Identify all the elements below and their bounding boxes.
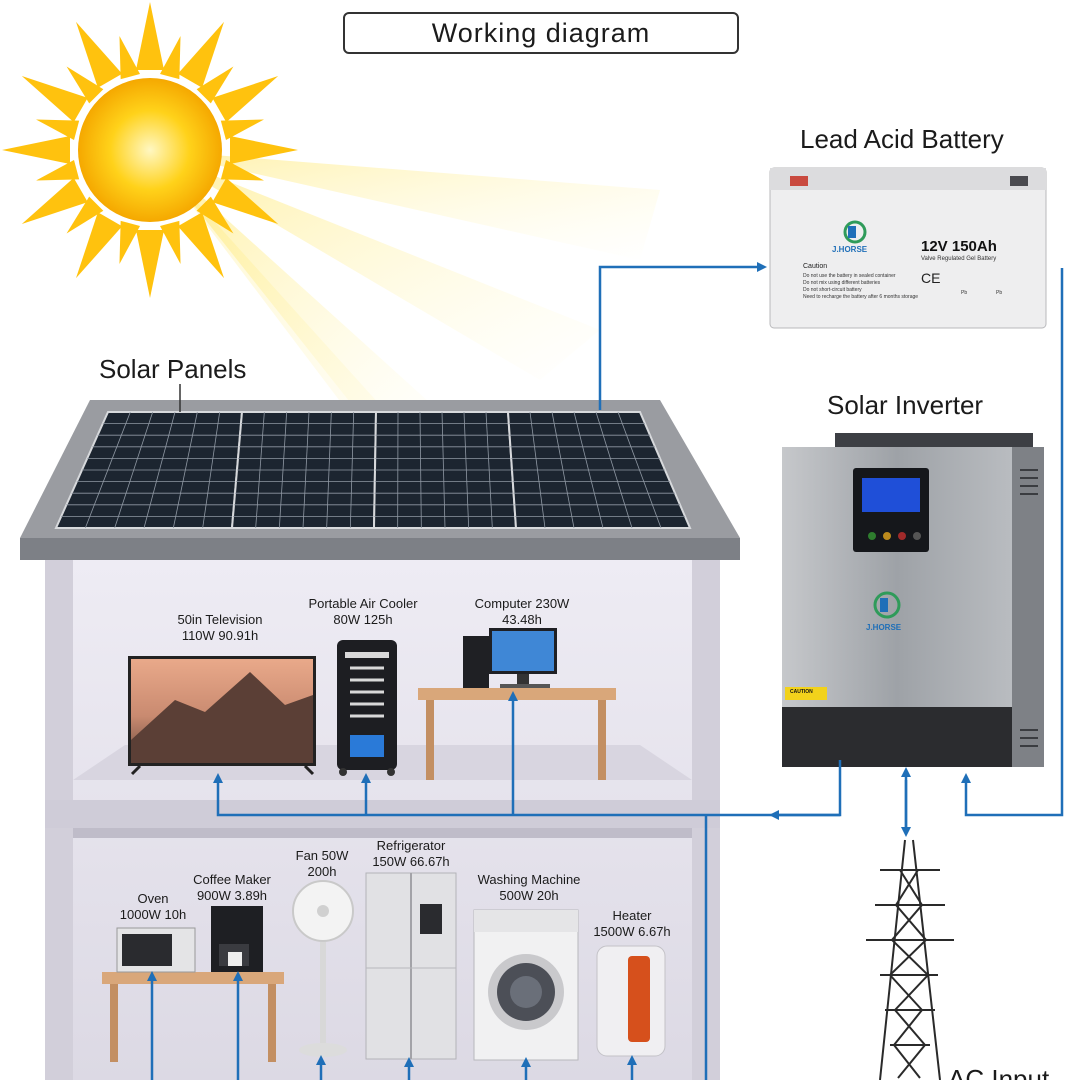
battery-label: Lead Acid Battery xyxy=(800,124,1004,154)
solar-cell-line xyxy=(463,411,470,529)
inverter-brand: J.HORSE xyxy=(866,623,902,632)
inverter-label: Solar Inverter xyxy=(827,390,984,420)
solar-cell-line xyxy=(419,411,422,529)
sun-icon xyxy=(2,2,298,298)
recycle-mark: Pb xyxy=(961,290,968,296)
battery-caution: Caution xyxy=(803,263,828,270)
battery-warning: Need to recharge the battery after 6 mon… xyxy=(803,294,919,300)
solar-cell-line xyxy=(84,411,131,529)
solar-cell-line xyxy=(114,411,154,529)
disposal-mark: Pb xyxy=(996,290,1003,296)
battery-rating: 12V 150Ah xyxy=(921,238,997,255)
diagram-title: Working diagram xyxy=(343,12,739,54)
solar-cell-line xyxy=(172,411,198,529)
air-cooler-icon xyxy=(337,640,397,776)
solar-cell-line xyxy=(202,411,221,529)
heater-icon xyxy=(596,945,666,1057)
solar-panels-icon xyxy=(54,411,692,529)
solar-cell-line xyxy=(326,411,332,529)
battery-warning: Do not use the battery in sealed contain… xyxy=(803,273,896,279)
solar-cell-line xyxy=(573,411,604,529)
solar-cell-line xyxy=(441,411,446,529)
battery-brand: J.HORSE xyxy=(832,245,868,254)
wiring xyxy=(147,262,1064,1080)
solar-cell-line xyxy=(617,411,662,529)
battery-subtitle: Valve Regulated Gel Battery xyxy=(921,256,997,262)
solar-panels-label: Solar Panels xyxy=(99,354,247,384)
fan-icon xyxy=(292,880,354,1057)
solar-cell-line xyxy=(551,411,575,529)
solar-cell-line xyxy=(255,411,265,529)
transmission-tower-icon xyxy=(866,839,954,1080)
solar-cell-line xyxy=(278,411,288,529)
ac-input-label: AC Input xyxy=(948,1064,1050,1080)
television-icon xyxy=(128,656,316,776)
battery-warning: Do not mix using different batteries xyxy=(803,280,881,286)
inverter-caution-sticker: CAUTION xyxy=(790,689,813,695)
solar-cell-line xyxy=(143,411,176,529)
ce-mark: CE xyxy=(921,270,941,286)
solar-cell-line xyxy=(595,411,633,529)
solar-cell-line xyxy=(529,411,546,529)
solar-cell-line xyxy=(349,411,355,529)
battery-icon xyxy=(769,167,1047,329)
battery-warning: Do not short-circuit battery xyxy=(803,287,862,293)
refrigerator-icon xyxy=(365,872,457,1060)
inverter-icon xyxy=(782,433,1044,767)
solar-cell-line xyxy=(302,411,310,529)
coffee-maker-icon xyxy=(211,906,263,972)
washing-machine-icon xyxy=(473,909,579,1061)
solar-cell-line xyxy=(485,411,493,529)
